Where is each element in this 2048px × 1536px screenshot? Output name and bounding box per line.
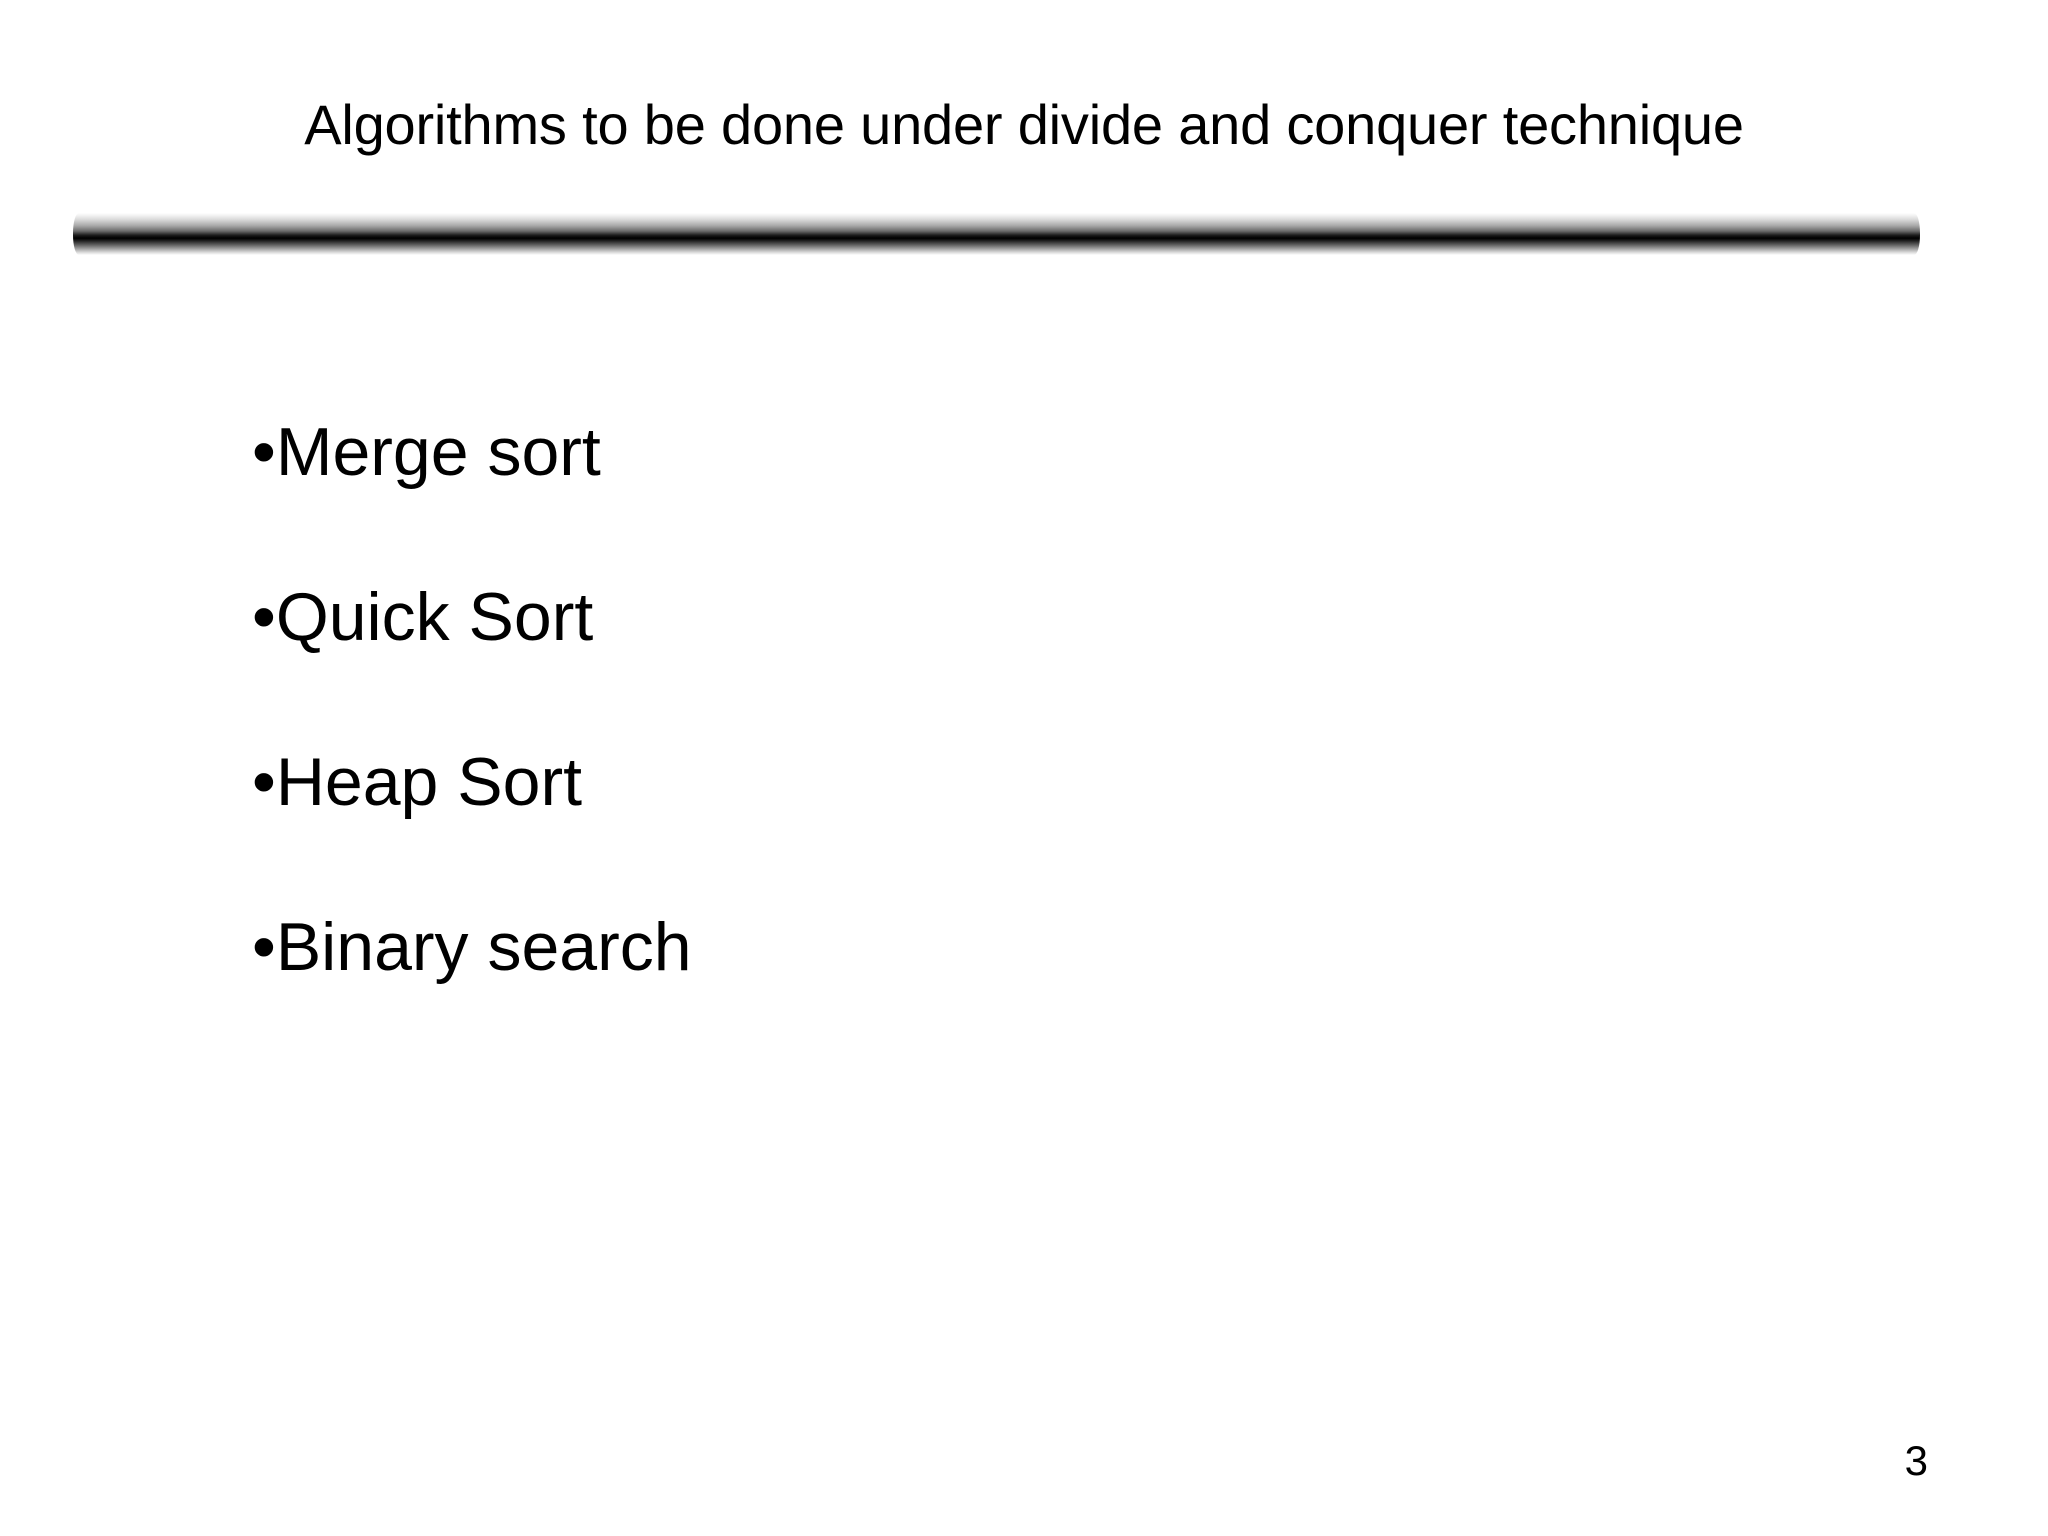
list-item: •Heap Sort bbox=[252, 734, 1852, 830]
list-item: •Binary search bbox=[252, 899, 1852, 995]
list-item-label: Binary search bbox=[275, 909, 692, 985]
title-divider-rule bbox=[73, 213, 1920, 255]
bullet-marker-icon: • bbox=[252, 579, 276, 655]
page-number: 3 bbox=[1904, 1437, 1928, 1484]
bullet-marker-icon: • bbox=[252, 744, 276, 820]
list-item-label: Heap Sort bbox=[275, 744, 582, 820]
list-item-label: Merge sort bbox=[275, 414, 601, 490]
list-item: •Merge sort bbox=[252, 404, 1852, 500]
bullet-marker-icon: • bbox=[252, 414, 276, 490]
slide-title: Algorithms to be done under divide and c… bbox=[304, 93, 1744, 156]
list-item: •Quick Sort bbox=[252, 569, 1852, 665]
list-item-label: Quick Sort bbox=[275, 579, 594, 655]
bullet-list: •Merge sort •Quick Sort •Heap Sort •Bina… bbox=[252, 404, 1852, 995]
bullet-marker-icon: • bbox=[252, 909, 276, 985]
